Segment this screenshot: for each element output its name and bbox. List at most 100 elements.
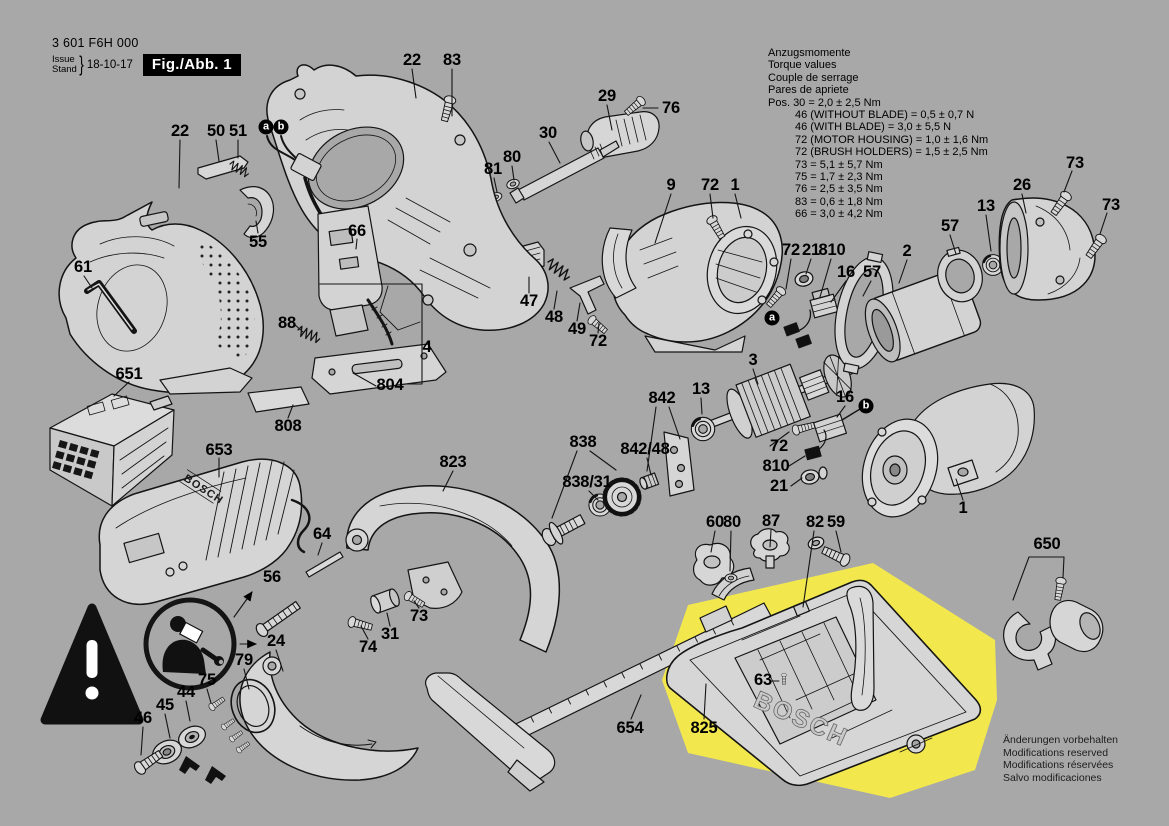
clamp-knob-60 xyxy=(693,542,735,586)
callout-13: 13 xyxy=(977,196,995,215)
callout-73: 73 xyxy=(410,606,428,625)
callout-22: 22 xyxy=(403,50,421,69)
issue-date: 18-10-17 xyxy=(86,59,133,71)
lower-guard-24 xyxy=(239,651,419,781)
brush-cluster-lower xyxy=(790,407,863,487)
wire-marker-a: a xyxy=(258,119,274,135)
callout-72: 72 xyxy=(701,175,719,194)
callout-49: 49 xyxy=(568,319,586,338)
callout-2: 2 xyxy=(902,241,912,260)
callout-45: 45 xyxy=(156,695,174,714)
motor-housing-1 xyxy=(601,201,783,353)
upper-guard-823 xyxy=(345,485,561,653)
callout-3: 3 xyxy=(748,350,758,369)
brace-glyph: } xyxy=(79,53,84,76)
see-manual-arrow-56 xyxy=(233,591,253,618)
torque-entry: 66 = 3,0 ± 4,2 Nm xyxy=(795,208,883,221)
doc-header: 3 601 F6H 000 Issue Stand } 18-10-17 Fig… xyxy=(52,36,241,77)
bearing-13 xyxy=(689,415,717,443)
callout-63: 63 xyxy=(754,670,772,689)
callout-64: 64 xyxy=(313,524,331,543)
wing-knob-87 xyxy=(750,528,790,569)
callout-80: 80 xyxy=(723,512,741,531)
callout-29: 29 xyxy=(598,86,616,105)
callout-88: 88 xyxy=(278,313,296,332)
callout-21: 21 xyxy=(802,240,820,259)
callout-79: 79 xyxy=(235,650,253,669)
callout-21: 21 xyxy=(770,476,788,495)
callout-72: 72 xyxy=(782,240,800,259)
brush-cluster-upper xyxy=(764,269,839,349)
callout-55: 55 xyxy=(249,232,267,251)
callout-73: 73 xyxy=(1066,153,1084,172)
torque-heading-line: Pares de apriete xyxy=(768,84,849,97)
wire-marker-b: b xyxy=(273,119,289,135)
callout-61: 61 xyxy=(74,257,92,276)
callout-13: 13 xyxy=(692,379,710,398)
dust-port-650 xyxy=(1003,576,1104,671)
base-plate-825: BOSCH xyxy=(665,567,982,787)
torque-entry: 76 = 2,5 ± 3,5 Nm xyxy=(795,183,883,196)
callout-60: 60 xyxy=(706,512,724,531)
callout-31: 31 xyxy=(381,624,399,643)
callout-48: 48 xyxy=(545,307,563,326)
torque-heading-line: Anzugsmomente xyxy=(768,47,851,59)
gear-assembly-1 xyxy=(861,382,1035,518)
callout-82: 82 xyxy=(806,512,824,531)
warning-triangle-icon xyxy=(40,603,144,725)
callout-9: 9 xyxy=(666,175,676,194)
callout-46: 46 xyxy=(134,708,152,727)
callout-22: 22 xyxy=(171,121,189,140)
callout-56: 56 xyxy=(263,567,281,586)
callout-51: 51 xyxy=(229,121,247,140)
torque-entry: 46 (WITHOUT BLADE) = 0,5 ± 0,7 N xyxy=(795,109,975,122)
callout-66: 66 xyxy=(348,221,366,240)
callout-74: 74 xyxy=(359,637,377,656)
callout-838: 838 xyxy=(569,432,597,451)
housing-left-22 xyxy=(58,201,264,395)
armature-3 xyxy=(694,354,856,439)
callout-83: 83 xyxy=(443,50,461,69)
callout-87: 87 xyxy=(762,511,780,530)
torque-entry: 73 = 5,1 ± 5,7 Nm xyxy=(795,158,883,171)
callout-50: 50 xyxy=(207,121,225,140)
callout-1: 1 xyxy=(958,498,968,517)
rip-fence-654 xyxy=(424,602,772,792)
callout-810: 810 xyxy=(818,240,846,259)
callout-59: 59 xyxy=(827,512,845,531)
footer-line: Salvo modificaciones xyxy=(1003,771,1102,784)
callout-75: 75 xyxy=(198,670,216,689)
callout-842-48: 842/48 xyxy=(620,439,670,458)
callout-650: 650 xyxy=(1033,534,1061,553)
wire-marker-b: b xyxy=(858,398,874,414)
torque-pos-line: Pos. 30 = 2,0 ± 2,5 Nm xyxy=(768,96,881,109)
callout-653: 653 xyxy=(205,440,233,459)
callout-72: 72 xyxy=(589,331,607,350)
torque-heading-line: Couple de serrage xyxy=(768,71,859,84)
callout-1: 1 xyxy=(730,175,740,194)
callout-57: 57 xyxy=(863,262,881,281)
callout-24: 24 xyxy=(267,631,285,650)
blade-flange-set xyxy=(131,678,276,784)
plate-50 xyxy=(197,155,249,180)
callout-825: 825 xyxy=(690,718,718,737)
arbor-set-838 xyxy=(541,431,695,547)
figure-label: Fig./Abb. 1 xyxy=(142,54,241,76)
callout-81: 81 xyxy=(484,159,502,178)
callout-654: 654 xyxy=(616,718,644,737)
callout-76: 76 xyxy=(662,98,680,117)
switch-plate-804 xyxy=(311,343,447,395)
wire-marker-a: a xyxy=(764,310,780,326)
nut-80 xyxy=(724,573,738,583)
callout-842: 842 xyxy=(648,388,676,407)
retainer-ring-57-right xyxy=(937,246,983,303)
torque-entry: 72 (BRUSH HOLDERS) = 1,5 ± 2,5 Nm xyxy=(795,146,988,159)
callout-72: 72 xyxy=(770,436,788,455)
torque-entry: 72 (MOTOR HOUSING) = 1,0 ± 1,6 Nm xyxy=(795,133,989,146)
callout-651: 651 xyxy=(115,364,143,383)
callout-810: 810 xyxy=(762,456,790,475)
callout-57: 57 xyxy=(941,216,959,235)
